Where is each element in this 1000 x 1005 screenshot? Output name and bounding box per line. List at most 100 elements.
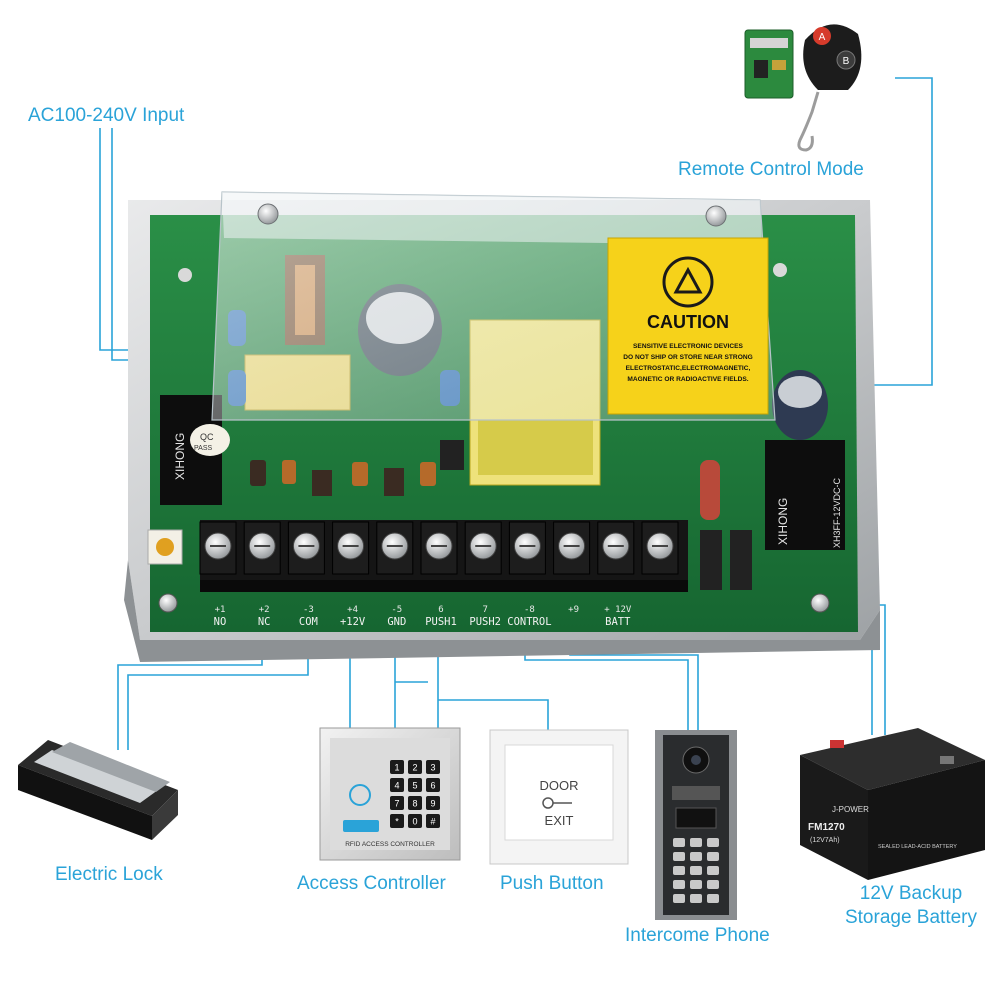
pass-sticker: PASS bbox=[194, 445, 212, 452]
wire-push-b bbox=[438, 699, 549, 730]
keypad-key bbox=[408, 778, 422, 792]
terminal-number: +1 bbox=[215, 605, 226, 615]
terminal-label: BATT bbox=[605, 616, 631, 628]
relay-right bbox=[765, 440, 845, 550]
keypad-key bbox=[408, 814, 422, 828]
caution-line1: SENSITIVE ELECTRONIC DEVICES bbox=[633, 343, 744, 350]
intercom-key bbox=[673, 880, 685, 889]
electric-lock bbox=[18, 740, 178, 840]
exit-button-line1: DOOR bbox=[540, 778, 579, 793]
cover-screw bbox=[705, 205, 727, 227]
keypad-key-label: 3 bbox=[430, 763, 435, 773]
intercom-key bbox=[690, 852, 702, 861]
intercom-key bbox=[707, 866, 719, 875]
keypad-key-label: 6 bbox=[430, 781, 435, 791]
terminal-label: COM bbox=[299, 616, 318, 628]
terminal-number: +2 bbox=[259, 605, 270, 615]
cover-screw bbox=[257, 203, 279, 225]
keypad-key-label: 9 bbox=[430, 799, 435, 809]
callout-battery-line2: Storage Battery bbox=[844, 907, 978, 928]
intercom-key bbox=[690, 838, 702, 847]
backup-battery: J-POWER FM1270 (12V7Ah) SEALED LEAD-ACID… bbox=[800, 728, 985, 880]
intercom-key bbox=[707, 880, 719, 889]
caution-title: CAUTION bbox=[647, 312, 729, 332]
terminal-labels: +1NO+2NC-3COM+4+12V-5GND6PUSH17PUSH2-8CO… bbox=[214, 605, 632, 628]
keypad-key bbox=[408, 796, 422, 810]
exit-button-line2: EXIT bbox=[545, 813, 574, 828]
intercom-key bbox=[690, 894, 702, 903]
keypad-key-label: 0 bbox=[412, 817, 417, 827]
keypad-key-label: 8 bbox=[412, 799, 417, 809]
mount-screw bbox=[810, 593, 830, 613]
terminal-label: PUSH1 bbox=[425, 616, 457, 628]
battery-model: FM1270 bbox=[808, 822, 845, 833]
caution-line3: ELECTROSTATIC,ELECTROMAGNETIC, bbox=[626, 365, 751, 372]
intercom-key bbox=[690, 880, 702, 889]
intercom-key bbox=[673, 852, 685, 861]
callout-push-button: Push Button bbox=[500, 873, 604, 894]
relay-right-brand: XIHONG bbox=[776, 498, 790, 545]
keypad-key bbox=[390, 778, 404, 792]
terminal-label: PUSH2 bbox=[469, 616, 501, 628]
terminal-label: NC bbox=[258, 616, 271, 628]
battery-type: SEALED LEAD-ACID BATTERY bbox=[878, 844, 957, 850]
terminal-number: 6 bbox=[438, 605, 443, 615]
keypad-key-label: 1 bbox=[394, 763, 399, 773]
relay-right-model: XH3FF-12VDC-C bbox=[832, 477, 842, 548]
keypad-caption: RFID ACCESS CONTROLLER bbox=[345, 841, 435, 848]
keypad-key bbox=[390, 814, 404, 828]
terminal-label: +12V bbox=[340, 616, 366, 628]
terminal-number: -5 bbox=[391, 605, 402, 615]
exit-button: DOOR EXIT bbox=[489, 729, 629, 865]
caution-line4: MAGNETIC OR RADIOACTIVE FIELDS. bbox=[627, 376, 748, 383]
qc-sticker: QC bbox=[200, 432, 214, 442]
keypad-key-label: 5 bbox=[412, 781, 417, 791]
relay-left-brand: XIHONG bbox=[173, 433, 187, 480]
terminal-number: 7 bbox=[482, 605, 487, 615]
remote-button-b bbox=[836, 50, 856, 70]
remote-button-b-label: B bbox=[843, 56, 850, 67]
keypad-key-label: * bbox=[395, 817, 399, 827]
remote-button-a-label: A bbox=[819, 32, 826, 43]
intercom-key bbox=[707, 838, 719, 847]
callout-ac-input: AC100-240V Input bbox=[28, 105, 185, 126]
caution-line2: DO NOT SHIP OR STORE NEAR STRONG bbox=[623, 354, 752, 361]
battery-brand: J-POWER bbox=[832, 805, 869, 814]
intercom-key bbox=[673, 866, 685, 875]
keypad-key bbox=[390, 760, 404, 774]
terminal-label: GND bbox=[387, 616, 406, 628]
keypad-key-label: 7 bbox=[394, 799, 399, 809]
remote-control: A B bbox=[744, 24, 862, 152]
keypad-key bbox=[408, 760, 422, 774]
terminal-label: CONTROL bbox=[507, 616, 551, 628]
intercom-key bbox=[707, 894, 719, 903]
terminal-label: NO bbox=[214, 616, 227, 628]
terminal-screws bbox=[199, 521, 679, 575]
intercom-key bbox=[673, 838, 685, 847]
terminal-number: +4 bbox=[347, 605, 358, 615]
callout-battery-line1: 12V Backup bbox=[859, 883, 963, 904]
wire-remote bbox=[835, 77, 933, 386]
power-supply-board: XIHONG XIHONG XH3FF-12VDC-C QC PASS CAUT… bbox=[124, 191, 880, 662]
intercom-key bbox=[673, 894, 685, 903]
keypad-key bbox=[426, 760, 440, 774]
callout-intercom-phone: Intercome Phone bbox=[625, 925, 770, 946]
terminal-number: + 12V bbox=[604, 605, 632, 615]
keypad-key bbox=[390, 796, 404, 810]
callout-remote-control: Remote Control Mode bbox=[678, 159, 864, 180]
intercom-phone bbox=[655, 730, 737, 920]
keypad-key bbox=[426, 796, 440, 810]
callout-electric-lock: Electric Lock bbox=[55, 864, 163, 885]
callout-access-controller: Access Controller bbox=[297, 873, 446, 894]
keypad-key bbox=[426, 778, 440, 792]
keypad-key bbox=[426, 814, 440, 828]
terminal-number: -3 bbox=[303, 605, 314, 615]
terminal-number: +9 bbox=[568, 605, 579, 615]
intercom-key bbox=[707, 852, 719, 861]
caution-label: CAUTION SENSITIVE ELECTRONIC DEVICES DO … bbox=[607, 237, 769, 415]
keypad-key-label: 4 bbox=[394, 781, 399, 791]
